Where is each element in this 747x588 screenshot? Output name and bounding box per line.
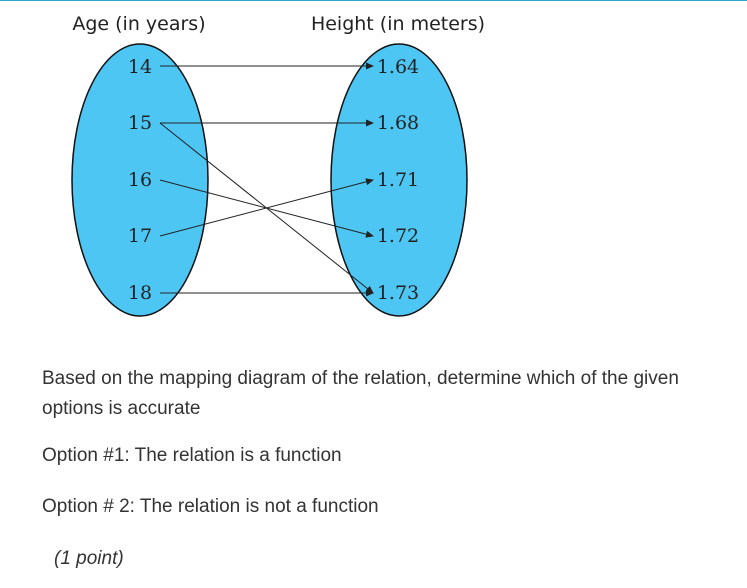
domain-value: 15 (128, 112, 152, 134)
domain-value: 16 (128, 169, 152, 191)
range-oval (330, 43, 468, 317)
point-value: (1 point) (54, 548, 124, 569)
range-value: 1.64 (377, 56, 419, 78)
range-value: 1.68 (377, 112, 419, 134)
top-border (0, 0, 747, 1)
mapping-arrow (159, 178, 374, 237)
range-value: 1.71 (377, 169, 419, 191)
option-1: Option #1: The relation is a function (42, 445, 342, 466)
domain-oval (71, 43, 209, 317)
range-label: Height (in meters) (311, 13, 485, 35)
range-value: 1.72 (377, 225, 419, 247)
mapping-diagram: Age (in years) Height (in meters) 14 15 … (71, 13, 485, 317)
mapping-arrows (159, 62, 374, 297)
domain-value: 17 (128, 225, 152, 247)
question-text: Based on the mapping diagram of the rela… (42, 368, 679, 419)
domain-label: Age (in years) (72, 13, 205, 35)
domain-value: 18 (128, 282, 152, 304)
option-2: Option # 2: The relation is not a functi… (42, 496, 379, 517)
domain-value: 14 (128, 56, 152, 78)
range-value: 1.73 (377, 282, 419, 304)
